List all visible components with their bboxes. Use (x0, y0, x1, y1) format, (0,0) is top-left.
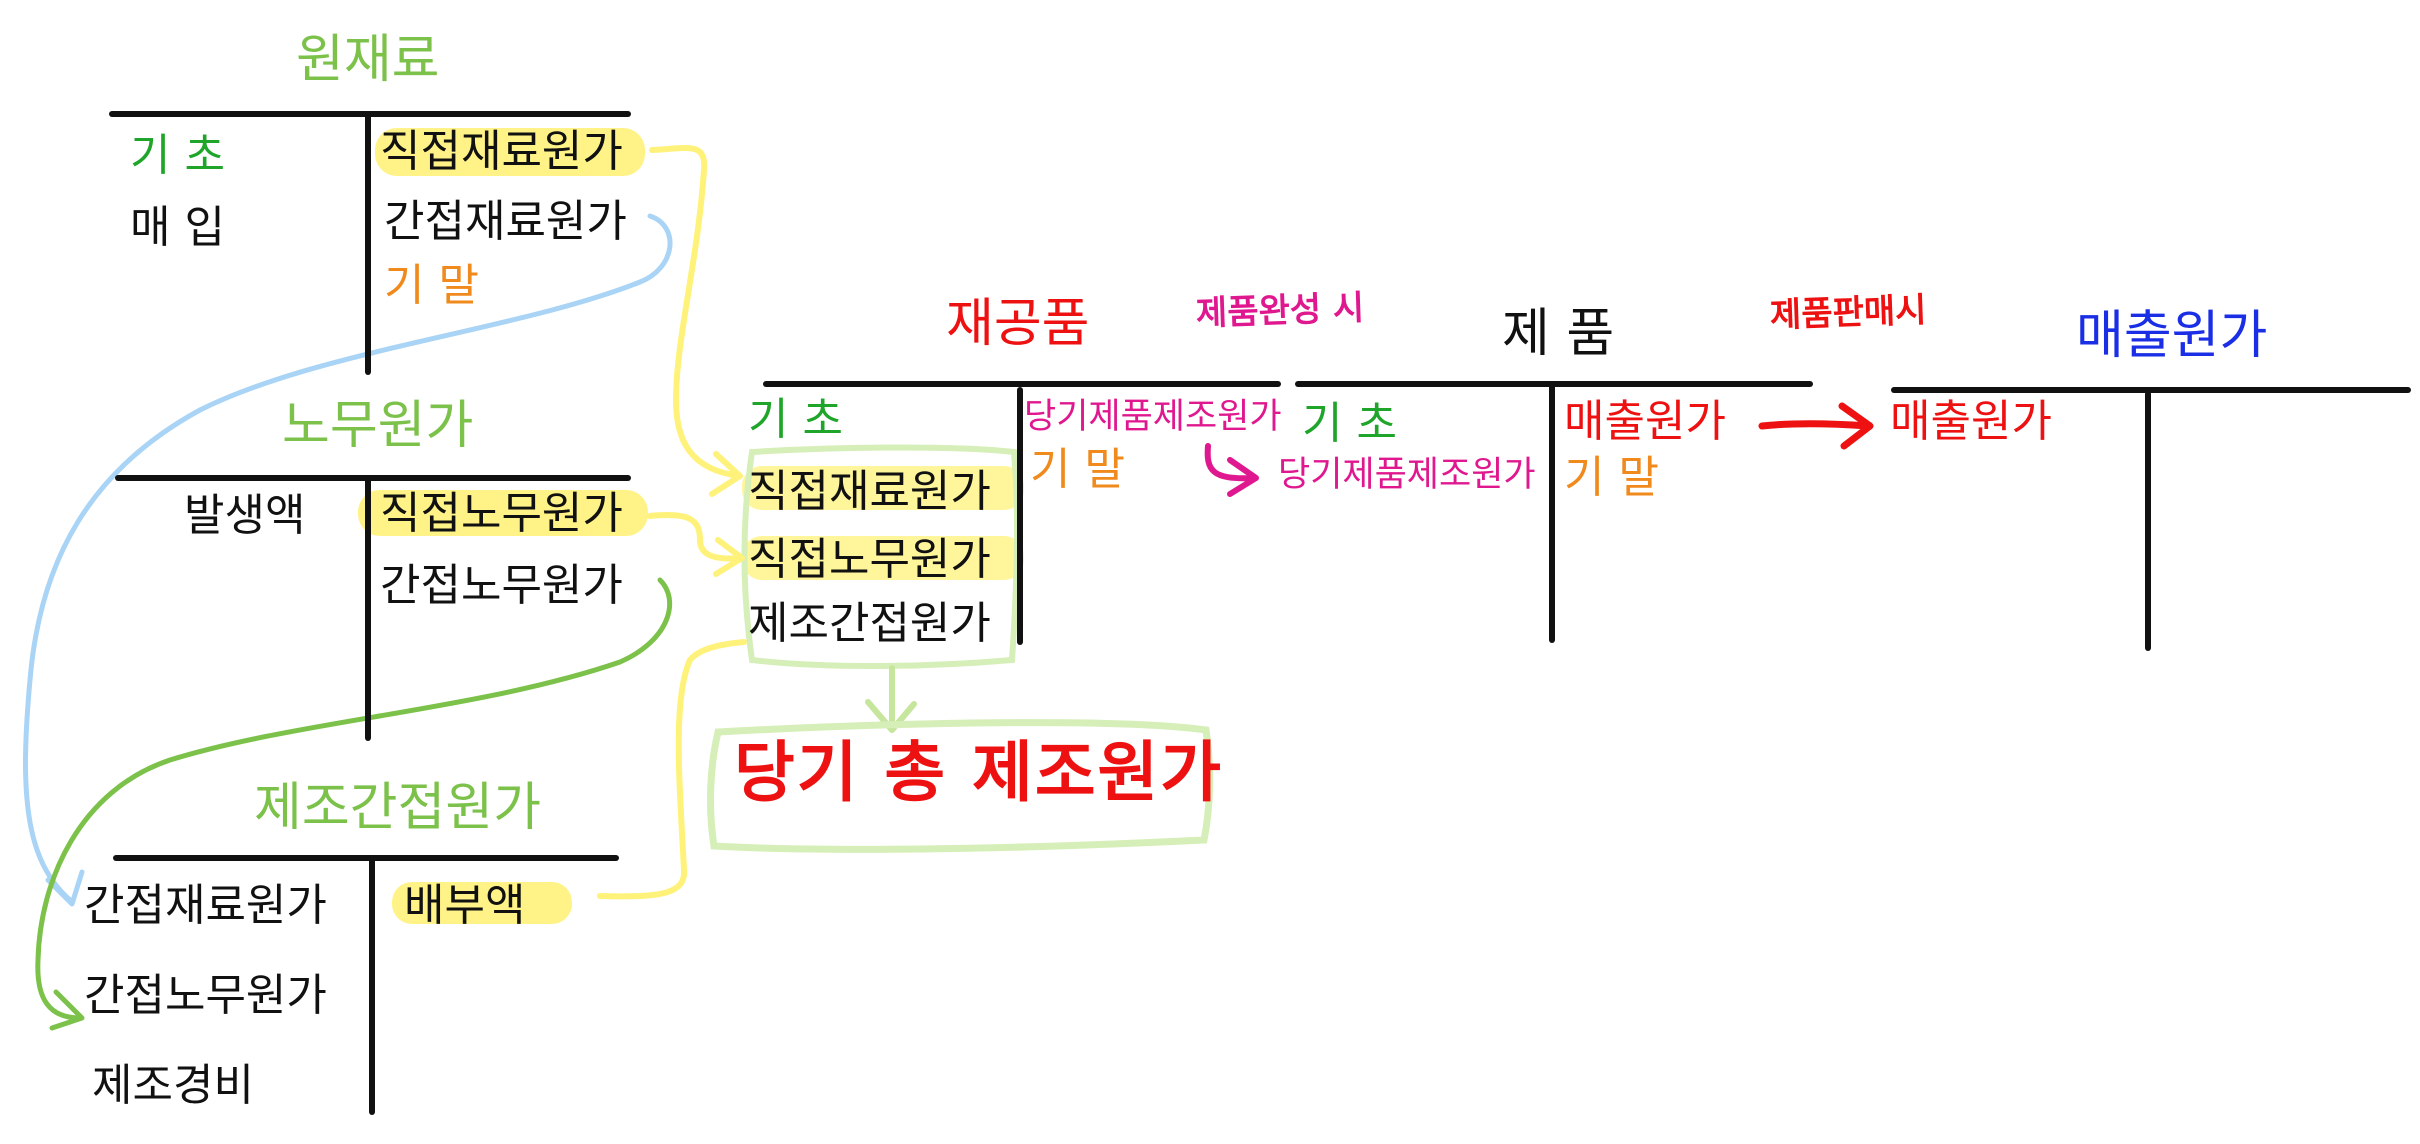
overhead-indirect-material: 간접재료원가 (84, 880, 327, 931)
raw-materials-title: 원재료 (296, 30, 440, 90)
labor-incurred: 발생액 (184, 490, 306, 541)
labor-indirect: 간접노무원가 (380, 560, 623, 611)
labor-title: 노무원가 (282, 396, 474, 456)
overhead-title: 제조간접원가 (254, 778, 542, 838)
raw-materials-purchase: 매 입 (130, 202, 225, 253)
wip-direct-labor: 직접노무원가 (748, 534, 991, 585)
finished-cogs: 매출원가 (1564, 396, 1726, 447)
transfer-arrow (1204, 443, 1259, 497)
total-box-outline (707, 719, 1214, 853)
finished-title: 제 품 (1502, 304, 1615, 364)
t-account-cogs-lines (1891, 387, 2411, 651)
wip-overhead: 제조간접원가 (748, 598, 991, 649)
flow-indirect-labor (35, 577, 673, 1031)
highlight-allocation (392, 882, 572, 924)
raw-materials-closing: 기 말 (384, 260, 479, 311)
flow-direct-material (649, 145, 743, 497)
note-on-completion: 제품완성 시 (1195, 288, 1365, 334)
sale-arrow (1758, 402, 1874, 450)
highlight-direct-labor (358, 490, 648, 536)
finished-opening: 기 초 (1302, 398, 1397, 449)
wip-opening: 기 초 (748, 394, 843, 445)
finished-closing: 기 말 (1564, 452, 1659, 503)
highlight-wip-direct-material (742, 466, 1024, 510)
finished-cost-of-goods-manufactured: 당기제품제조원가 (1278, 455, 1536, 495)
t-account-finished-lines (1295, 381, 1813, 643)
total-manufacturing-cost: 당기 총 제조원가 (734, 734, 1223, 811)
raw-materials-indirect: 간접재료원가 (384, 196, 627, 247)
labor-direct: 직접노무원가 (380, 488, 623, 539)
overhead-expenses: 제조경비 (92, 1060, 254, 1111)
flow-overhead-allocation (597, 639, 747, 900)
wip-direct-material: 직접재료원가 (748, 466, 991, 517)
flow-indirect-material (23, 213, 673, 907)
t-account-labor-lines (115, 475, 631, 741)
raw-materials-opening: 기 초 (130, 130, 225, 181)
cogs-title: 매출원가 (2076, 306, 2268, 366)
flow-direct-labor (647, 512, 745, 577)
wip-title: 재공품 (946, 294, 1090, 354)
overhead-allocation: 배부액 (404, 880, 526, 931)
t-account-wip-lines (763, 381, 1281, 645)
t-account-raw-materials-lines (109, 111, 631, 375)
cogs-entry: 매출원가 (1890, 396, 2052, 447)
note-on-sale: 제품판매시 (1769, 290, 1928, 336)
highlight-direct-material (375, 128, 645, 176)
wip-closing: 기 말 (1030, 444, 1125, 495)
raw-materials-direct: 직접재료원가 (380, 126, 623, 177)
t-account-overhead-lines (113, 855, 619, 1115)
total-arrow (865, 665, 917, 733)
overhead-indirect-labor: 간접노무원가 (84, 970, 327, 1021)
wip-input-group-outline (741, 444, 1021, 669)
wip-cost-of-goods-manufactured: 당기제품제조원가 (1024, 397, 1282, 437)
highlight-wip-direct-labor (742, 536, 1024, 580)
